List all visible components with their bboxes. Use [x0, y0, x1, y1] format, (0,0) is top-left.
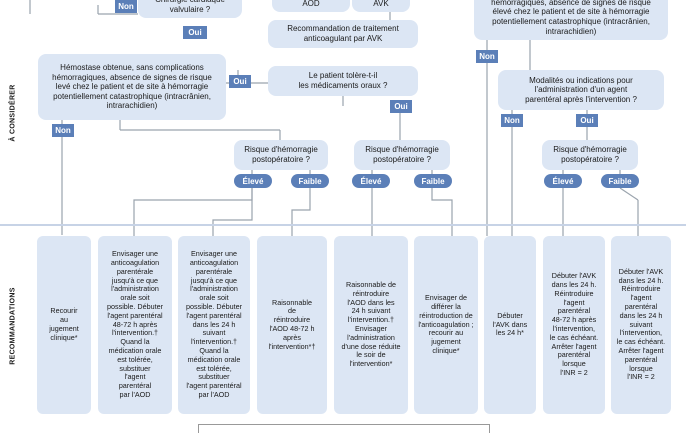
no-parenteral-tag: Non [501, 114, 523, 127]
low-risk-pill-2: Faible [414, 174, 452, 188]
high-risk-pill-3: Élevé [544, 174, 582, 188]
recommendation-parenteral-24h: Envisager une anticoagulation parentéral… [178, 236, 250, 414]
low-risk-pill-3: Faible [601, 174, 639, 188]
yes-parenteral-tag: Oui [576, 114, 598, 127]
footer-frame [198, 424, 490, 433]
parenteral-question-box: Modalités ou indications pour l'administ… [498, 70, 664, 110]
low-risk-pill-1: Faible [291, 174, 329, 188]
bleeding-risk-box-3: Risque d'hémorragie postopératoire ? [542, 140, 638, 170]
cardiac-surgery-box: Chirurgie cardiaque valvulaire ? [138, 0, 242, 18]
avk-box: AVK [352, 0, 410, 12]
sidebar-recommendations-label: RECOMMANDATIONS [9, 287, 17, 365]
yes-oral-tag: Oui [229, 75, 251, 88]
sidebar-consider: À CONSIDÉRER [0, 0, 26, 225]
recommendation-aod-48-72: Raisonnable de réintroduire l'AOD 48-72 … [257, 236, 327, 414]
sidebar-consider-label: À CONSIDÉRER [9, 83, 17, 142]
recommendation-avk-parenteral-48-72: Débuter l'AVK dans les 24 h. Réintroduir… [543, 236, 605, 414]
recommendation-defer: Envisager de différer la réintroduction … [414, 236, 478, 414]
bleeding-risk-box-1: Risque d'hémorragie postopératoire ? [234, 140, 328, 170]
yes-avk-tag: Oui [183, 26, 207, 39]
recommendation-avk-parenteral-24h: Débuter l'AVK dans les 24 h. Réintroduir… [611, 236, 671, 414]
no-left-tag: Non [52, 124, 74, 137]
recommendation-clinical-judgment: Recourir au jugement clinique* [37, 236, 91, 414]
recommendation-parenteral-48-72: Envisager une anticoagulation parentéral… [98, 236, 172, 414]
bleeding-risk-box-2: Risque d'hémorragie postopératoire ? [354, 140, 450, 170]
top-no-tag: Non [115, 0, 137, 13]
hemostasis-box: Hémostase obtenue, sans complications hé… [38, 54, 226, 120]
high-risk-pill-2: Élevé [352, 174, 390, 188]
yes-bleeding-tag: Oui [390, 100, 412, 113]
oral-tolerance-box: Le patient tolère-t-il les médicaments o… [268, 66, 418, 96]
recommendation-aod-24h: Raisonnable de réintroduire l'AOD dans l… [334, 236, 408, 414]
section-divider [0, 224, 686, 226]
sidebar-recommendations: RECOMMANDATIONS [0, 226, 26, 426]
high-risk-pill-1: Élevé [234, 174, 272, 188]
no-right-tag: Non [476, 50, 498, 63]
right-hemostasis-box: hémorragiques, absence de signes de risq… [474, 0, 668, 40]
aod-box: AOD [272, 0, 350, 12]
avk-recommendation-box: Recommandation de traitement anticoagula… [268, 20, 418, 48]
recommendation-avk-24h: Débuter l'AVK dans les 24 h* [484, 236, 536, 414]
